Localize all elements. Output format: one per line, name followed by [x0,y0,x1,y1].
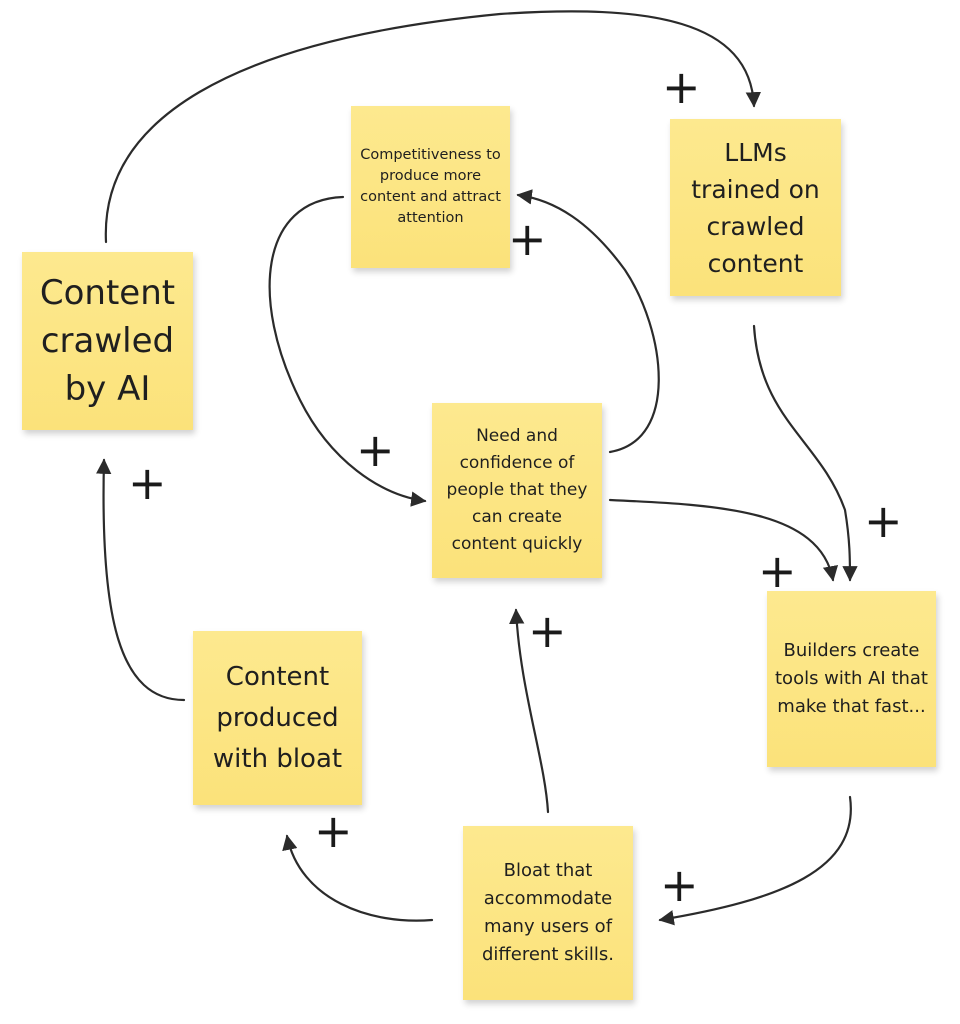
note-need-confidence: Need and confidence of people that they … [432,403,602,578]
arrow-competitiveness-to-need [268,195,427,507]
note-content-produced: Content produced with bloat [193,631,362,805]
note-bloat-text: Bloat that accommodate many users of dif… [481,860,615,965]
note-content-produced-text: Content produced with bloat [212,661,343,774]
polarity-plus-llms-builders: + [864,494,903,548]
polarity-plus-produced-crawled: + [128,456,167,510]
polarity-plus-competitiveness-need: + [356,423,395,477]
arrow-need-to-builders [608,498,839,582]
note-competitiveness: Competitiveness to produce more content … [351,106,510,268]
polarity-plus-bloat-need: + [528,604,567,658]
note-builders: Builders create tools with AI that make … [767,591,936,767]
arrow-crawled-to-llms [104,10,762,244]
arrow-builders-to-bloat [658,795,852,926]
note-llms-trained: LLMs trained on crawled content [670,119,841,296]
polarity-plus-builders-bloat: + [660,858,699,912]
arrow-llms-to-builders [752,324,858,582]
polarity-plus-need-builders: + [758,544,797,598]
note-bloat: Bloat that accommodate many users of dif… [463,826,633,1000]
note-need-confidence-text: Need and confidence of people that they … [446,426,588,554]
note-llms-trained-text: LLMs trained on crawled content [691,137,820,278]
arrow-need-to-competitiveness [516,189,660,454]
polarity-plus-bloat-produced: + [314,804,353,858]
polarity-plus-crawled-llms: + [662,60,701,114]
note-competitiveness-text: Competitiveness to produce more content … [360,147,501,226]
note-content-crawled: Content crawled by AI [22,252,193,430]
arrow-bloat-to-need [509,608,550,814]
note-builders-text: Builders create tools with AI that make … [775,640,928,717]
note-content-crawled-text: Content crawled by AI [39,273,176,409]
arrow-bloat-to-produced [282,834,434,922]
polarity-plus-need-competitiveness: + [508,212,547,266]
arrow-produced-to-crawled [95,458,186,702]
